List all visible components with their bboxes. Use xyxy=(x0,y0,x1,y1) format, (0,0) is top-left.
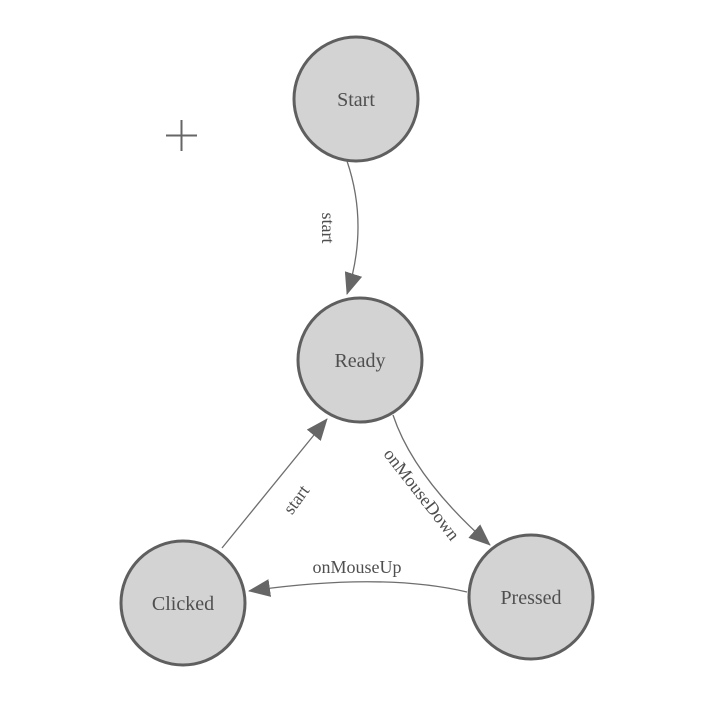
node-clicked-label: Clicked xyxy=(152,593,214,615)
edge-label-pressed-to-clicked: onMouseUp xyxy=(313,557,402,577)
node-pressed-circle[interactable] xyxy=(467,533,595,661)
plus-crosshair-icon xyxy=(166,120,197,151)
edge-clicked-to-ready[interactable] xyxy=(221,418,328,549)
node-ready[interactable]: Ready xyxy=(296,296,424,424)
edge-start-to-ready[interactable] xyxy=(344,160,363,295)
edge-label-ready-to-pressed: onMouseDown xyxy=(380,444,464,544)
node-ready-circle[interactable] xyxy=(296,296,424,424)
node-pressed[interactable]: Pressed xyxy=(467,533,595,661)
node-ready-label: Ready xyxy=(334,350,385,372)
node-start[interactable]: Start xyxy=(292,35,420,163)
node-pressed-label: Pressed xyxy=(500,587,561,609)
node-start-circle[interactable] xyxy=(292,35,420,163)
edge-pressed-to-clicked[interactable] xyxy=(248,579,468,597)
edge-layer xyxy=(221,160,491,597)
edge-label-clicked-to-ready: start xyxy=(279,481,313,518)
node-start-label: Start xyxy=(337,89,375,111)
edge-ready-to-pressed[interactable] xyxy=(392,414,491,546)
node-clicked-circle[interactable] xyxy=(119,539,247,667)
node-clicked[interactable]: Clicked xyxy=(119,539,247,667)
edge-label-start-to-ready: start xyxy=(318,213,338,244)
